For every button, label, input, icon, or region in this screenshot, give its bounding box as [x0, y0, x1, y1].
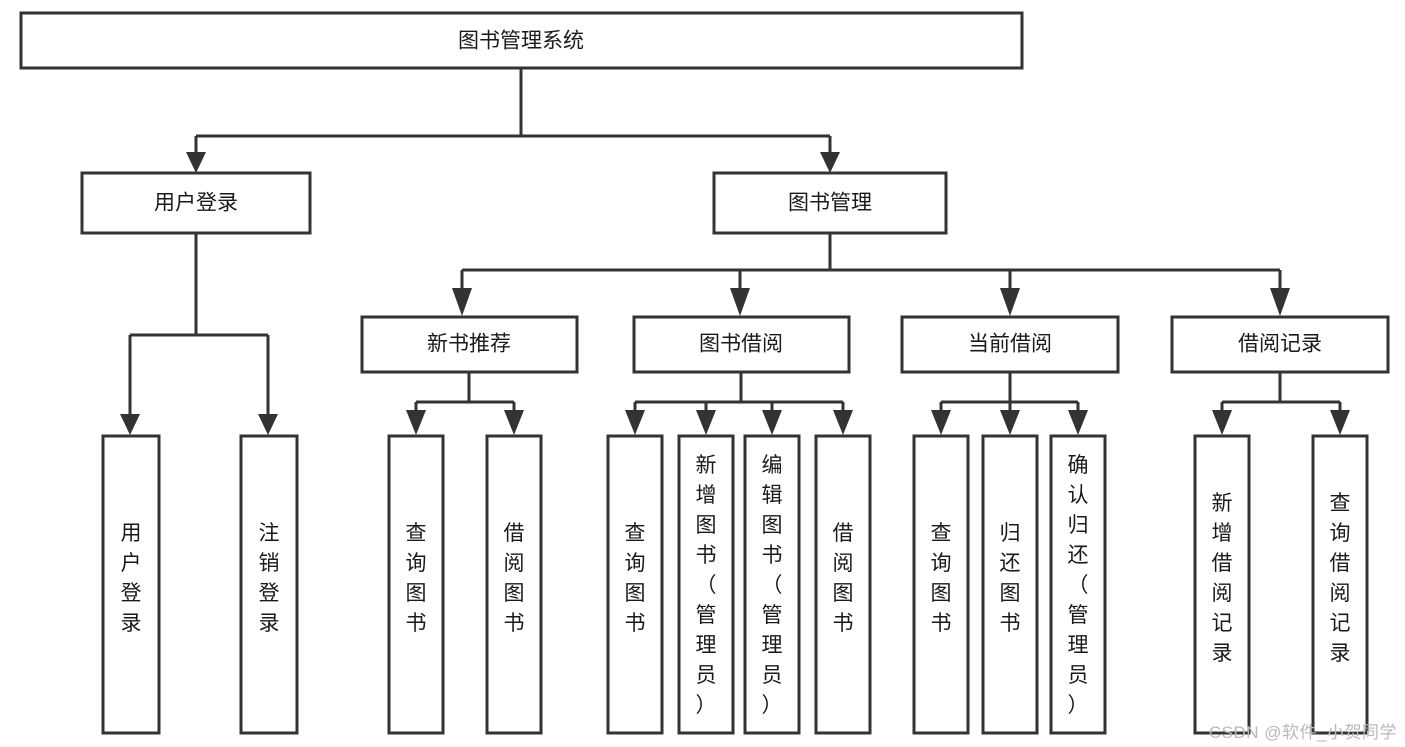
arrowhead-bo-leaf-3	[762, 410, 782, 435]
arrowhead-to-new-book	[452, 288, 472, 316]
leaf-bo-add-book-admin-label: 新增图书（管理员）	[696, 454, 717, 717]
arrowhead-bo-leaf-4	[833, 410, 853, 435]
leaf-cu-return-books[interactable]: 归还图书	[981, 434, 1039, 735]
leaf-user-login-label: 用户登录	[121, 522, 142, 635]
leaf-logout-label: 注销登录	[259, 522, 280, 635]
leaf-re-query-record[interactable]: 查询借阅记录	[1311, 434, 1369, 735]
leaf-cu-return-books-box[interactable]	[981, 434, 1039, 735]
leaf-nb-borrow-books[interactable]: 借阅图书	[485, 434, 543, 735]
leaf-nb-query-books-box[interactable]	[387, 434, 445, 735]
arrowhead-re-leaf-1	[1212, 410, 1232, 435]
leaf-logout-box[interactable]	[239, 434, 299, 735]
node-borrow-records-label: 借阅记录	[1238, 333, 1322, 356]
edge-user-login-bus	[128, 233, 270, 418]
arrowhead-cu-leaf-3	[1068, 410, 1088, 435]
edge-records-bus	[1220, 372, 1342, 418]
arrowhead-leaf-user-login	[120, 414, 140, 435]
arrowhead-to-current	[1000, 288, 1020, 316]
leaf-bo-query-books-box[interactable]	[606, 434, 664, 735]
leaf-re-add-record-label: 新增借阅记录	[1212, 492, 1233, 665]
edge-borrow-bus	[633, 372, 845, 418]
leaf-bo-edit-book-admin-box[interactable]	[743, 434, 801, 735]
leaf-cu-confirm-return-admin-label: 确认归还（管理员）	[1068, 454, 1089, 717]
arrowhead-bo-leaf-2	[696, 410, 716, 435]
node-user-login[interactable]: 用户登录	[80, 171, 312, 235]
arrowhead-to-book-mgmt	[820, 152, 840, 173]
leaf-bo-borrow-books[interactable]: 借阅图书	[814, 434, 872, 735]
node-book-borrow[interactable]: 图书借阅	[632, 315, 851, 374]
arrowhead-re-leaf-2	[1330, 410, 1350, 435]
leaf-cu-query-books[interactable]: 查询图书	[912, 434, 970, 735]
leaf-logout[interactable]: 注销登录	[239, 434, 299, 735]
leaf-re-add-record[interactable]: 新增借阅记录	[1193, 434, 1251, 735]
arrowhead-cu-leaf-2	[1000, 410, 1020, 435]
leaf-bo-borrow-books-box[interactable]	[814, 434, 872, 735]
node-book-management[interactable]: 图书管理	[712, 171, 948, 235]
node-user-login-box[interactable]	[80, 171, 312, 235]
edge-book-mgmt-bus	[460, 233, 1282, 292]
node-root[interactable]: 图书管理系统	[19, 11, 1024, 70]
leaf-bo-add-book-admin-box[interactable]	[677, 434, 735, 735]
leaf-cu-return-books-label: 归还图书	[1000, 522, 1021, 635]
leaf-user-login-box[interactable]	[101, 434, 161, 735]
leaf-cu-query-books-box[interactable]	[912, 434, 970, 735]
leaf-cu-confirm-return-admin[interactable]: 确认归还（管理员）	[1049, 434, 1107, 735]
arrowhead-to-records	[1270, 288, 1290, 316]
arrowhead-to-borrow	[730, 288, 750, 316]
csdn-watermark: CSDN @软件_小贺同学	[1208, 723, 1397, 742]
leaf-nb-query-books[interactable]: 查询图书	[387, 434, 445, 735]
node-book-management-label: 图书管理	[788, 192, 872, 215]
node-book-management-box[interactable]	[712, 171, 948, 235]
node-new-book-recommend-box[interactable]	[360, 315, 579, 374]
arrowhead-nb-leaf-1	[406, 410, 426, 435]
node-new-book-recommend-label: 新书推荐	[427, 333, 511, 356]
arrowhead-bo-leaf-1	[625, 410, 645, 435]
node-root-label: 图书管理系统	[458, 30, 584, 53]
leaf-re-query-record-label: 查询借阅记录	[1330, 492, 1351, 665]
node-current-borrow-label: 当前借阅	[968, 333, 1052, 356]
leaf-cu-confirm-return-admin-box[interactable]	[1049, 434, 1107, 735]
node-book-borrow-box[interactable]	[632, 315, 851, 374]
node-new-book-recommend[interactable]: 新书推荐	[360, 315, 579, 374]
leaf-re-add-record-box[interactable]	[1193, 434, 1251, 735]
node-borrow-records-box[interactable]	[1170, 315, 1390, 374]
leaf-bo-add-book-admin[interactable]: 新增图书（管理员）	[677, 434, 735, 735]
edge-new-book-bus	[414, 372, 516, 418]
leaf-nb-borrow-books-box[interactable]	[485, 434, 543, 735]
node-book-borrow-label: 图书借阅	[699, 333, 783, 356]
node-borrow-records[interactable]: 借阅记录	[1170, 315, 1390, 374]
leaf-cu-query-books-label: 查询图书	[931, 522, 952, 635]
leaf-nb-query-books-label: 查询图书	[406, 522, 427, 635]
edge-root-bus	[194, 69, 832, 156]
node-user-login-label: 用户登录	[154, 192, 238, 215]
connector-layer	[120, 69, 1350, 435]
leaf-re-query-record-box[interactable]	[1311, 434, 1369, 735]
leaf-nb-borrow-books-label: 借阅图书	[504, 522, 525, 635]
leaf-bo-query-books-label: 查询图书	[625, 522, 646, 635]
node-root-box[interactable]	[19, 11, 1024, 70]
arrowhead-nb-leaf-2	[504, 410, 524, 435]
node-current-borrow[interactable]: 当前借阅	[900, 315, 1120, 374]
leaf-bo-borrow-books-label: 借阅图书	[833, 522, 854, 635]
arrowhead-cu-leaf-1	[931, 410, 951, 435]
leaf-bo-edit-book-admin-label: 编辑图书（管理员）	[762, 454, 783, 717]
leaf-bo-edit-book-admin[interactable]: 编辑图书（管理员）	[743, 434, 801, 735]
arrowhead-to-user-login	[186, 152, 206, 173]
leaf-bo-query-books[interactable]: 查询图书	[606, 434, 664, 735]
node-current-borrow-box[interactable]	[900, 315, 1120, 374]
leaf-user-login[interactable]: 用户登录	[101, 434, 161, 735]
arrowhead-leaf-logout	[258, 414, 278, 435]
